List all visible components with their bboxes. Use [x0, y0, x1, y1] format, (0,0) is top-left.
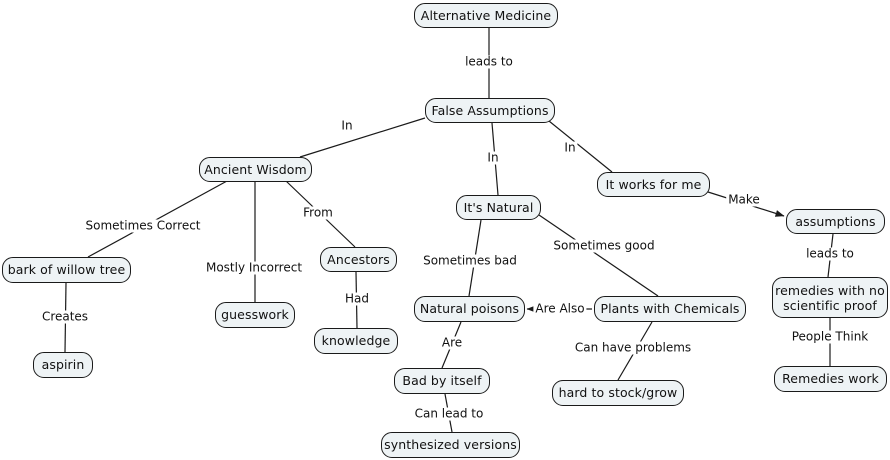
- edge-label-e2: In: [339, 118, 355, 133]
- node-remedies-work[interactable]: Remedies work: [774, 366, 887, 392]
- edge-label-e14: Are: [439, 335, 465, 350]
- edge-label-e10: Creates: [39, 309, 91, 324]
- edge-label-e18: People Think: [789, 329, 871, 344]
- edge-label-e13: Are Also: [533, 301, 587, 316]
- node-it-works-for-me[interactable]: It works for me: [597, 172, 710, 197]
- node-guesswork[interactable]: guesswork: [215, 302, 295, 328]
- edge-false-assumptions-to-it-works-for-me: [548, 120, 613, 173]
- node-ancestors[interactable]: Ancestors: [320, 247, 397, 272]
- edge-its-natural-to-plants-with-chemicals: [538, 214, 659, 297]
- edge-label-e12: Sometimes good: [551, 238, 657, 253]
- edge-false-assumptions-to-ancient-wisdom: [299, 117, 426, 158]
- node-bad-by-itself[interactable]: Bad by itself: [394, 368, 490, 394]
- node-remedies-no-proof[interactable]: remedies with no scientific proof: [772, 277, 888, 318]
- edge-label-e15: Can have problems: [572, 340, 694, 355]
- node-bark-of-willow-tree[interactable]: bark of willow tree: [2, 257, 131, 283]
- edge-label-e17: leads to: [804, 246, 856, 261]
- node-aspirin[interactable]: aspirin: [33, 352, 93, 378]
- node-plants-with-chemicals[interactable]: Plants with Chemicals: [594, 296, 746, 322]
- node-assumptions[interactable]: assumptions: [786, 209, 885, 234]
- edge-label-e16: Can lead to: [412, 406, 486, 421]
- edge-label-e3: In: [485, 150, 501, 165]
- edge-label-e4: In: [562, 140, 578, 155]
- node-natural-poisons[interactable]: Natural poisons: [414, 296, 525, 322]
- edge-label-e1: leads to: [463, 54, 515, 69]
- node-ancient-wisdom[interactable]: Ancient Wisdom: [199, 157, 312, 182]
- node-its-natural[interactable]: It's Natural: [456, 195, 541, 220]
- node-hard-to-stock-grow[interactable]: hard to stock/grow: [552, 380, 684, 406]
- edge-label-e7: Mostly Incorrect: [203, 260, 305, 275]
- node-alternative-medicine[interactable]: Alternative Medicine: [414, 3, 558, 28]
- edge-label-e9: Had: [343, 291, 371, 306]
- edge-label-e5: Make: [726, 192, 762, 207]
- edge-label-e8: From: [301, 205, 335, 220]
- edge-label-e6: Sometimes Correct: [83, 218, 203, 233]
- node-false-assumptions[interactable]: False Assumptions: [425, 98, 555, 123]
- edge-label-e11: Sometimes bad: [421, 253, 519, 268]
- node-knowledge[interactable]: knowledge: [314, 328, 398, 354]
- node-synthesized-versions[interactable]: synthesized versions: [381, 432, 520, 458]
